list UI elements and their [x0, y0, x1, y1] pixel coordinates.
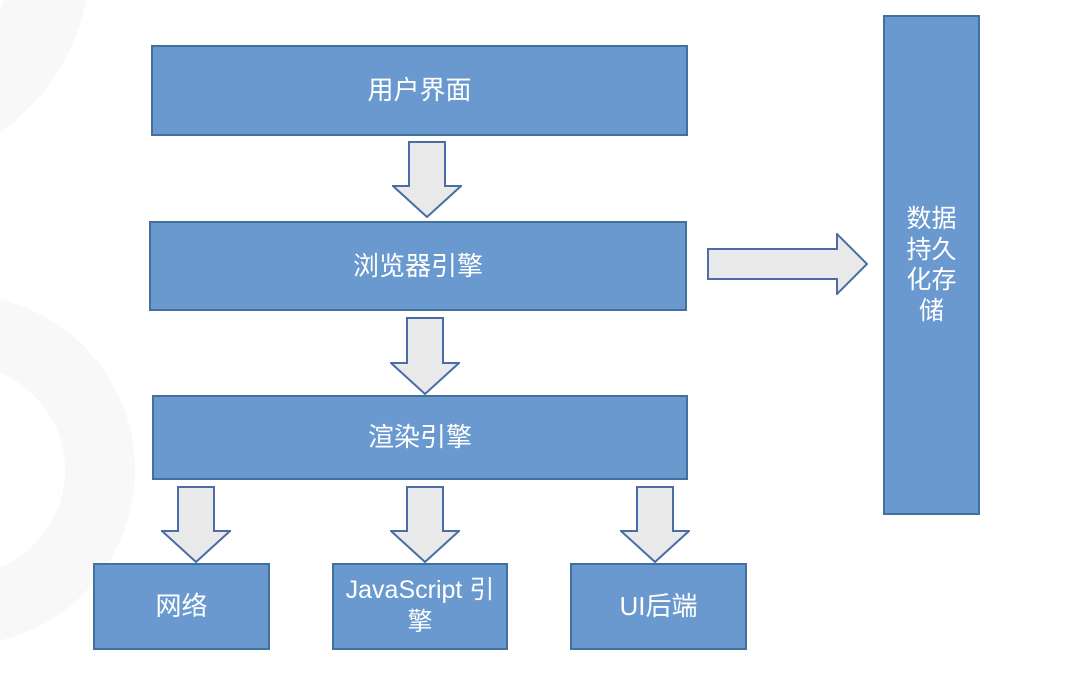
down-arrow-icon	[161, 486, 231, 563]
watermark-ring-top	[0, 0, 90, 170]
node-network: 网络	[93, 563, 270, 650]
down-arrow-icon	[620, 486, 690, 563]
node-browser-engine: 浏览器引擎	[149, 221, 687, 311]
node-rendering-engine: 渲染引擎	[152, 395, 688, 480]
node-data-persistence-label: 数据持久化存储	[906, 205, 957, 325]
node-ui-backend: UI后端	[570, 563, 747, 650]
node-user-interface-label: 用户界面	[367, 75, 472, 106]
node-javascript-engine: JavaScript 引擎	[332, 563, 508, 650]
node-browser-engine-label: 浏览器引擎	[352, 250, 483, 281]
down-arrow-icon	[390, 317, 460, 395]
node-data-persistence: 数据持久化存储	[883, 15, 980, 515]
node-javascript-engine-label: JavaScript 引擎	[345, 576, 495, 636]
down-arrow-icon	[390, 486, 460, 563]
node-network-label: 网络	[155, 591, 208, 622]
node-user-interface: 用户界面	[151, 45, 688, 136]
down-arrow-icon	[392, 141, 462, 218]
node-rendering-engine-label: 渲染引擎	[367, 422, 472, 453]
node-ui-backend-label: UI后端	[619, 591, 698, 622]
right-arrow-icon	[707, 233, 868, 295]
